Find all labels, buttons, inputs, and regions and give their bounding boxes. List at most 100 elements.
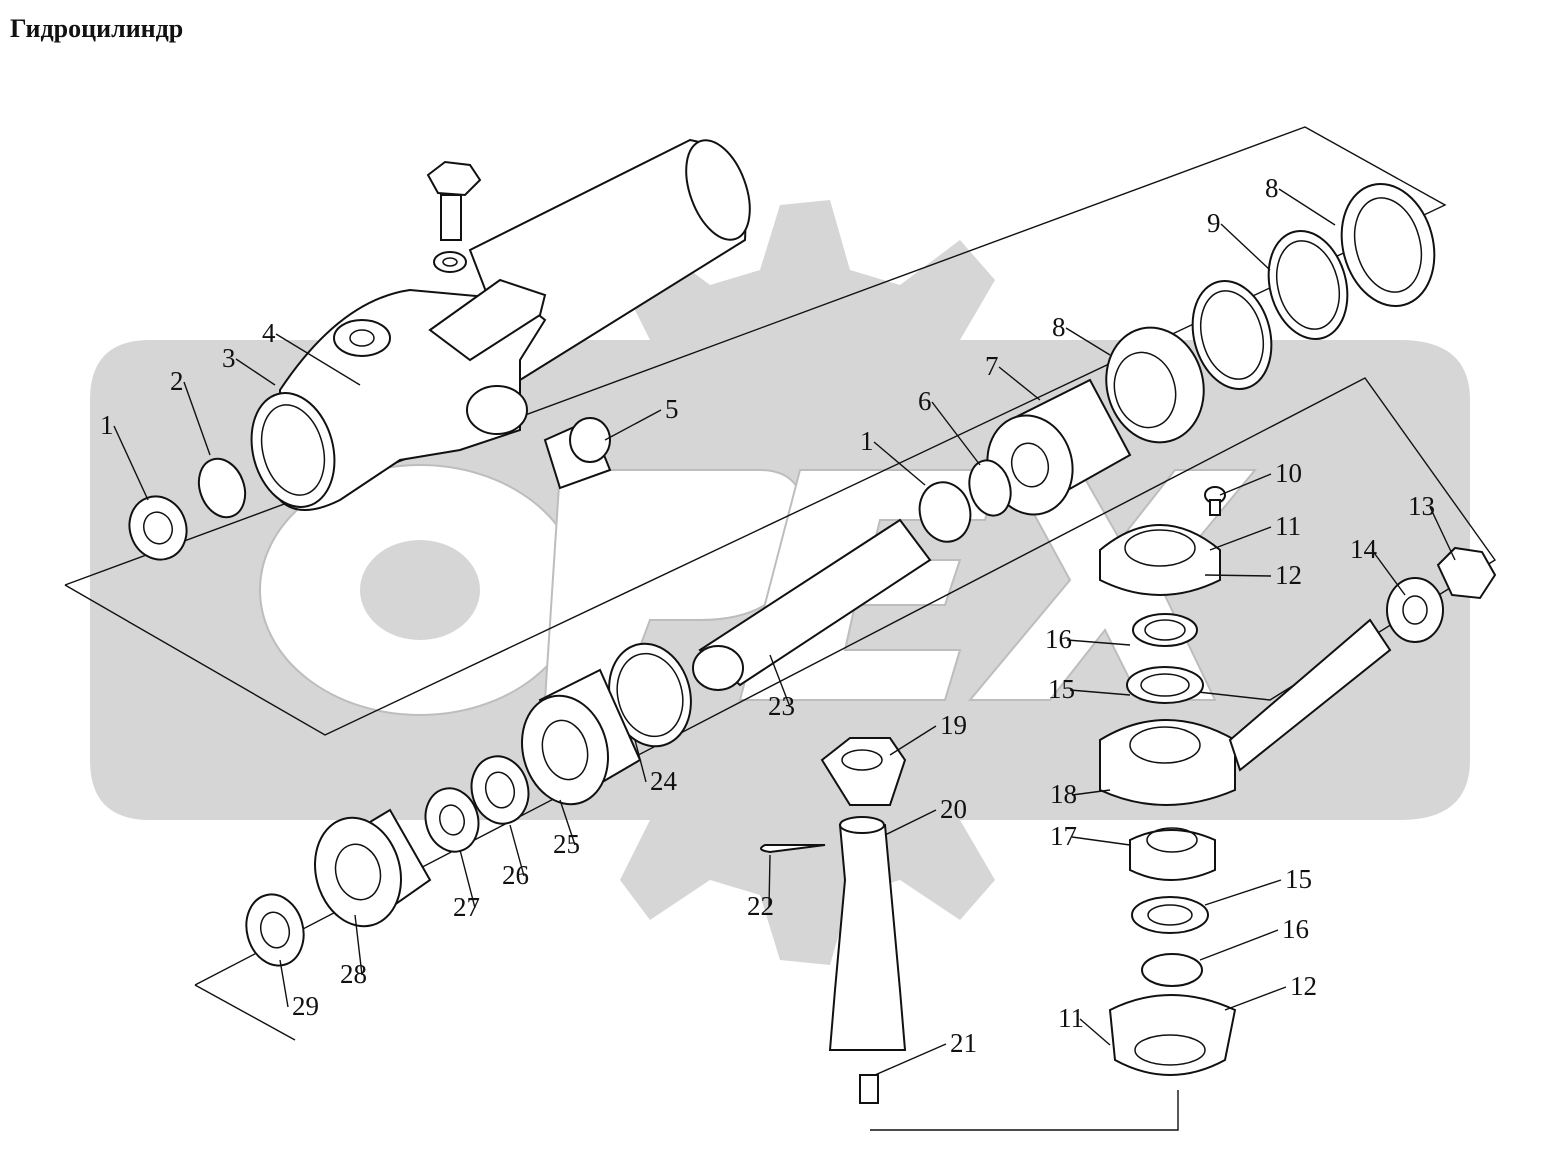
callout-label-c17: 17 — [1050, 821, 1077, 851]
part-20-pin — [828, 816, 907, 1051]
callout-leader-c19 — [889, 725, 937, 756]
callout-leader-c20 — [884, 809, 937, 836]
callout-leader-c16a — [1066, 639, 1131, 646]
callout-leader-c1b — [873, 441, 926, 486]
callout-label-c23: 23 — [768, 691, 795, 721]
part-10-screw — [1204, 486, 1226, 516]
callout-leader-c15a — [1069, 689, 1131, 696]
callout-leader-c8b — [1278, 188, 1336, 226]
part-17-bearing — [1129, 827, 1216, 881]
callout-leader-c27 — [459, 849, 476, 909]
callout-label-c24: 24 — [650, 766, 678, 796]
callout-label-c11a: 11 — [1275, 511, 1301, 541]
assembly-outlines — [64, 126, 1497, 1131]
part-15-16-lower — [1131, 896, 1209, 987]
callout-leader-c18 — [1071, 789, 1111, 796]
callout-label-c22: 22 — [747, 891, 774, 921]
part-18-housing — [1099, 618, 1392, 806]
top-bolt — [426, 160, 482, 273]
part-21-grease-fitting — [859, 1074, 879, 1104]
callout-leader-c16b — [1199, 929, 1279, 961]
callout-leader-c29 — [279, 959, 289, 1008]
callout-label-c29: 29 — [292, 991, 319, 1021]
callout-leader-c4 — [275, 333, 361, 386]
callout-label-c3: 3 — [222, 343, 236, 373]
callout-leader-c3 — [235, 358, 276, 386]
callout-label-c25: 25 — [553, 829, 580, 859]
callout-leader-c9 — [1220, 223, 1271, 271]
callout-label-c6: 6 — [918, 386, 932, 416]
part-23-rod — [692, 518, 932, 691]
callout-label-c1a: 1 — [100, 410, 114, 440]
callout-label-c20: 20 — [940, 794, 967, 824]
part-5-bushing — [543, 417, 612, 490]
callout-label-c15a: 15 — [1048, 674, 1075, 704]
callout-label-c26: 26 — [502, 860, 529, 890]
callout-label-c12b: 12 — [1290, 971, 1317, 1001]
callout-label-c27: 27 — [453, 892, 480, 922]
callout-label-c5: 5 — [665, 394, 679, 424]
callout-label-c16b: 16 — [1282, 914, 1309, 944]
callout-label-c8b: 8 — [1265, 173, 1279, 203]
callout-leader-c26 — [509, 824, 525, 877]
part-22-cotter-pin — [760, 844, 826, 854]
callout-label-c18: 18 — [1050, 779, 1077, 809]
callout-leader-c11a — [1209, 526, 1272, 551]
callout-leader-c1a — [113, 425, 149, 501]
callout-leader-c21 — [874, 1043, 947, 1076]
part-29-seal — [245, 893, 305, 967]
part-24-ring — [608, 642, 692, 748]
callout-label-c1b: 1 — [860, 426, 874, 456]
part-13-14-nut-washer — [1386, 546, 1497, 643]
callout-label-c13: 13 — [1408, 491, 1435, 521]
callout-leader-c11b — [1079, 1018, 1111, 1046]
callout-leader-c12b — [1224, 986, 1287, 1011]
part-11-12-lower-flange — [1108, 994, 1237, 1076]
cylinder-head — [250, 278, 547, 511]
callout-leader-c13 — [1429, 506, 1456, 561]
callout-label-c12a: 12 — [1275, 560, 1302, 590]
callout-label-c28: 28 — [340, 959, 367, 989]
callout-label-c4: 4 — [262, 318, 276, 348]
callout-leader-c14 — [1371, 549, 1406, 596]
part-8-top-seal — [1340, 182, 1436, 308]
part-11-12-upper-flange — [1099, 524, 1221, 596]
callout-leader-c6 — [931, 401, 981, 466]
callout-leader-c5 — [604, 409, 662, 441]
callout-label-c16a: 16 — [1045, 624, 1072, 654]
callout-label-c10: 10 — [1275, 458, 1302, 488]
callout-leader-c23 — [769, 654, 791, 708]
callout-label-c2: 2 — [170, 366, 184, 396]
part-1-right — [918, 481, 972, 543]
callout-label-c11b: 11 — [1058, 1003, 1084, 1033]
callout-label-c19: 19 — [940, 710, 967, 740]
part-2-ring — [197, 457, 247, 519]
part-9-rings — [1191, 229, 1349, 391]
callout-leader-c28 — [354, 914, 363, 976]
callout-label-c15b: 15 — [1285, 864, 1312, 894]
part-19-nut — [820, 737, 907, 806]
part-1-left — [128, 495, 188, 561]
callout-leader-c10 — [1219, 473, 1272, 496]
callout-leader-c12a — [1204, 574, 1272, 577]
callout-leaders — [113, 188, 1456, 1076]
callout-leader-c24 — [634, 739, 647, 783]
callout-label-c14: 14 — [1350, 534, 1378, 564]
part-16-15-upper — [1126, 613, 1204, 704]
part-26-washer — [470, 755, 530, 825]
callout-leader-c8a — [1065, 327, 1111, 356]
callout-label-c7: 7 — [985, 351, 999, 381]
part-28-nut — [314, 808, 432, 928]
callout-label-c8a: 8 — [1052, 312, 1066, 342]
callout-label-c9: 9 — [1207, 208, 1221, 238]
callout-leader-c22 — [768, 854, 771, 908]
page-title: Гидроцилиндр — [10, 14, 184, 43]
callout-leader-c2 — [183, 381, 211, 456]
callout-leader-c17 — [1071, 836, 1131, 846]
part-6-ring — [968, 459, 1012, 517]
part-8-seal — [1105, 326, 1205, 444]
callout-leader-c7 — [998, 366, 1041, 401]
callout-label-c21: 21 — [950, 1028, 977, 1058]
